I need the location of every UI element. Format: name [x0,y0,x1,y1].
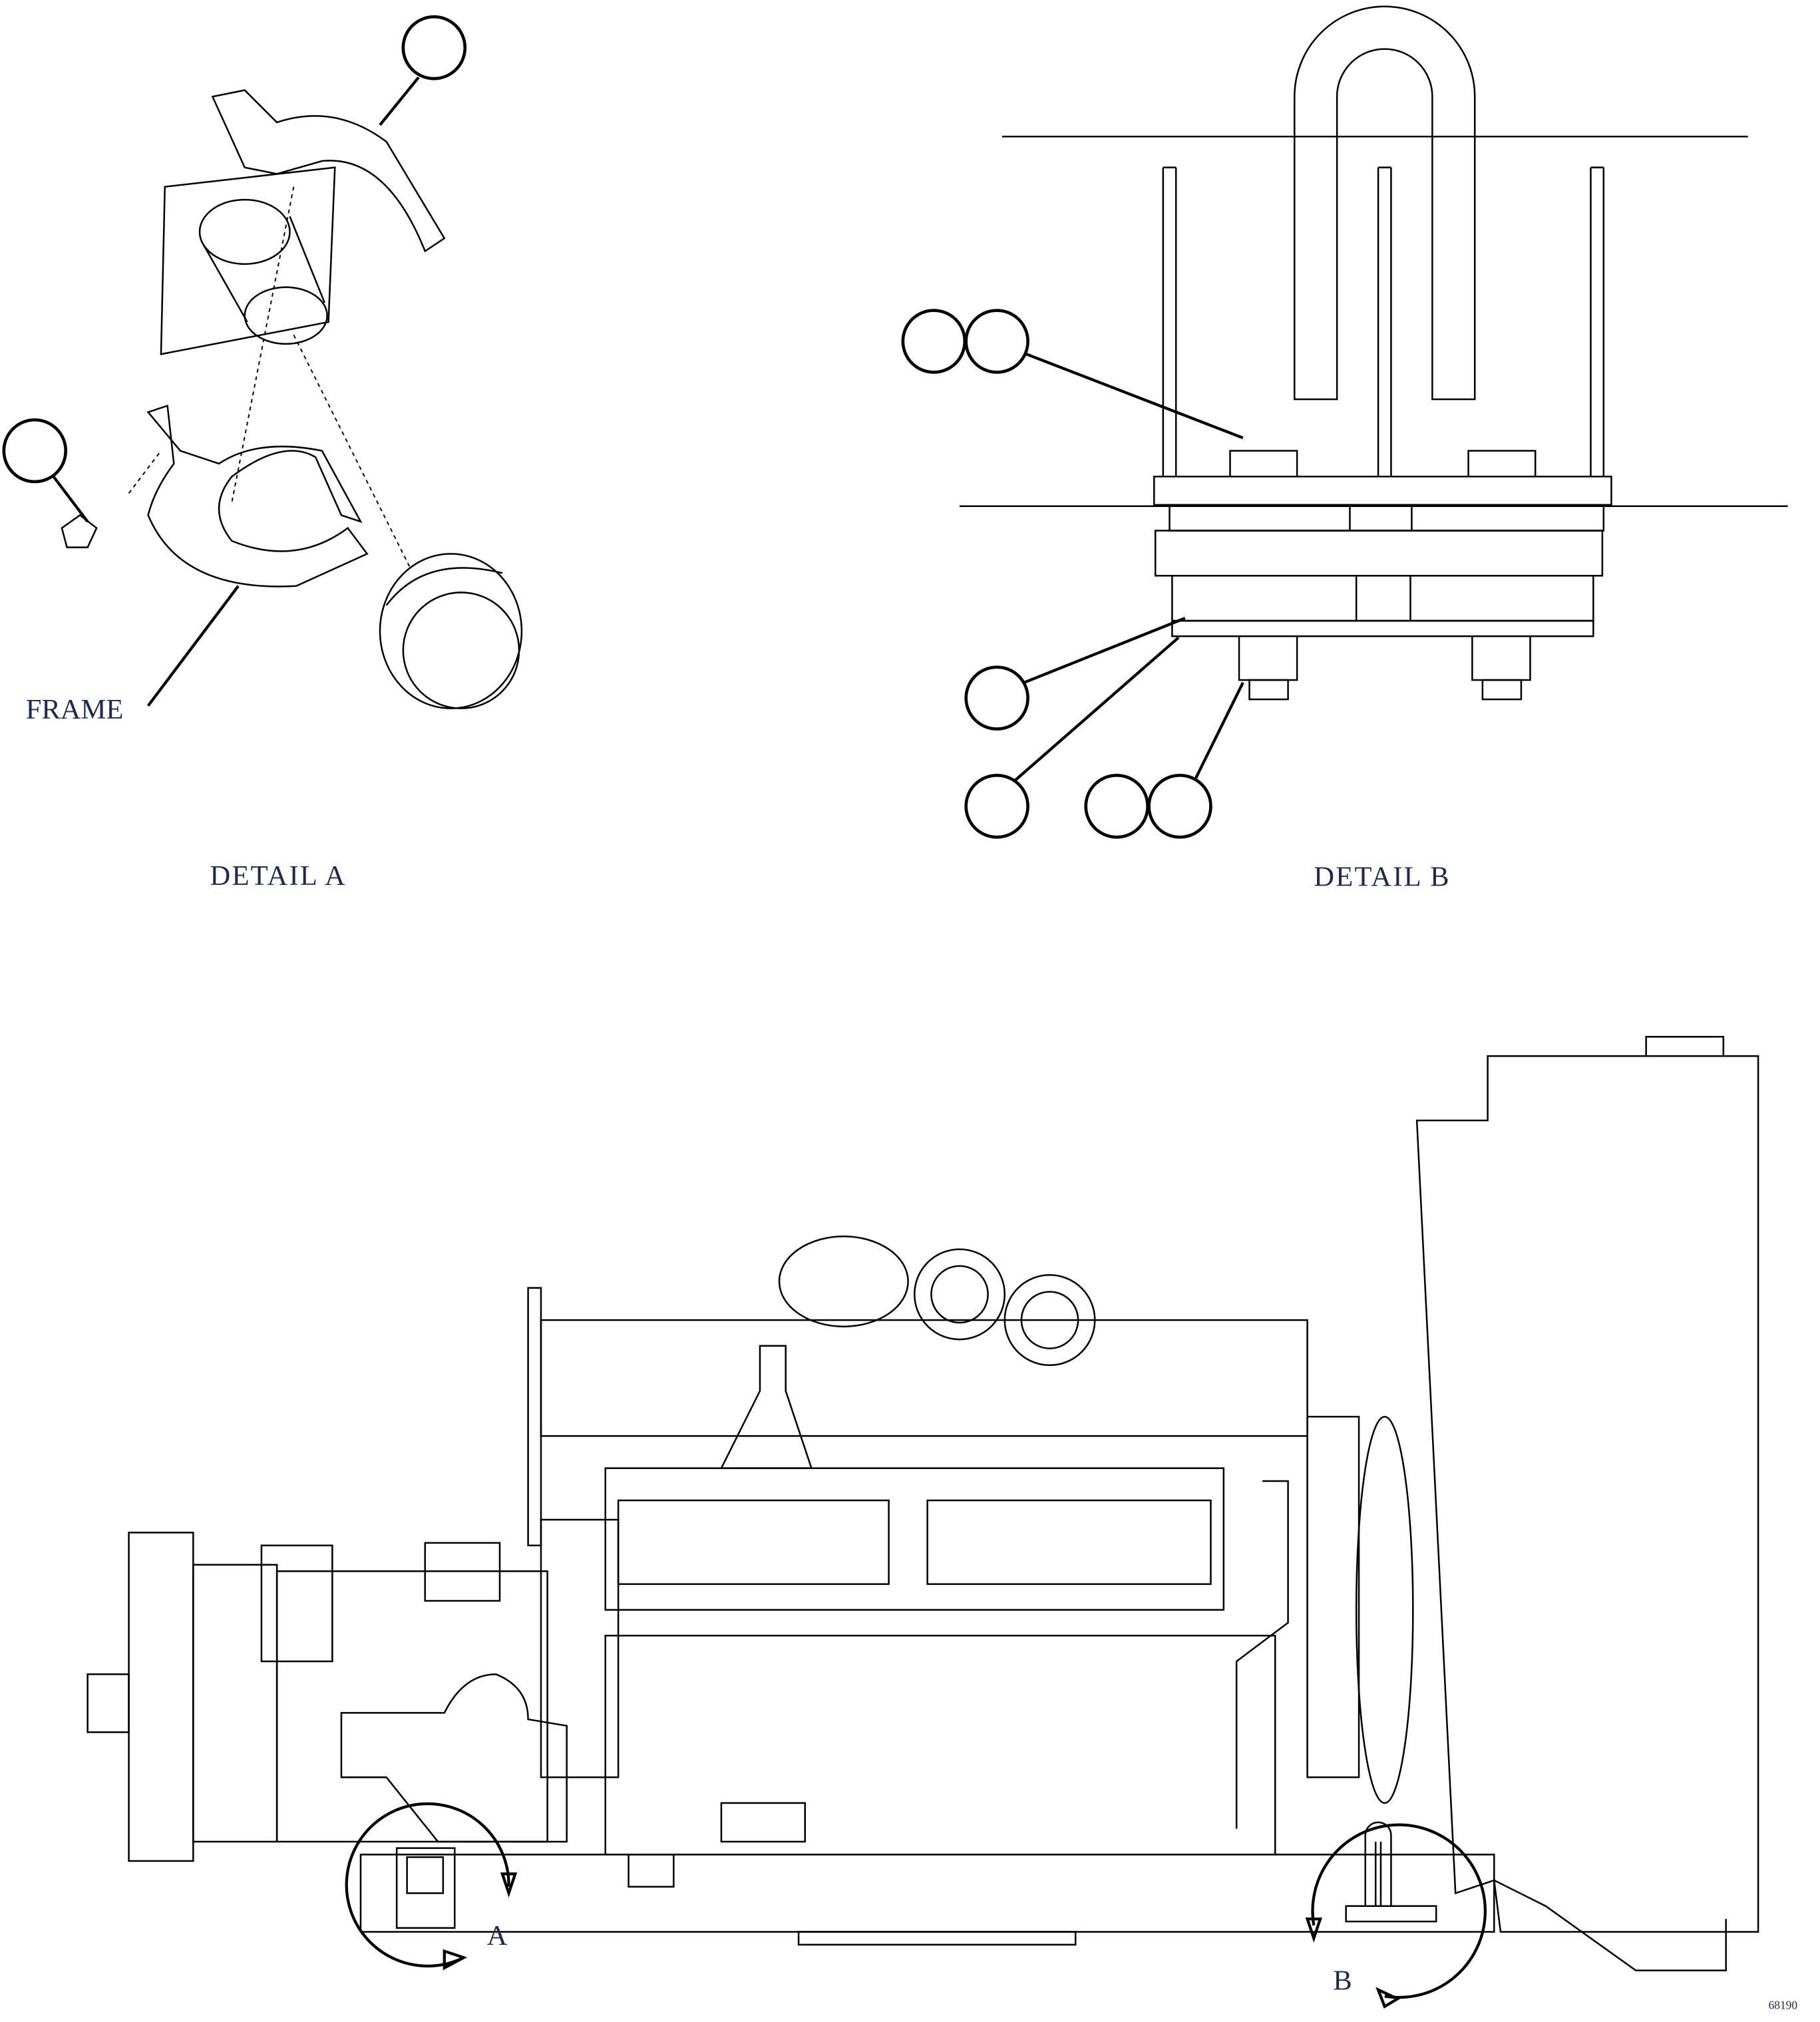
callout-balloon [401,15,467,81]
mount-bracket-bottom [146,405,369,588]
view-b-label: B [1333,1965,1352,1997]
frame-label: FRAME [26,694,124,725]
generator [275,1570,548,1843]
detail-a: FRAME DETAIL A [2,15,523,892]
flywheel [1355,1415,1414,1804]
bushing-bottom [244,286,328,345]
callout-balloon [901,309,967,374]
callout-balloon [2,418,68,484]
bolt [61,514,98,548]
turbocharger [778,1235,909,1327]
callout-balloon [1147,773,1212,839]
turbocharger [914,1248,1006,1341]
main-view: A B [87,1035,1759,2009]
generator-end [128,1532,194,1862]
callout-balloon [964,665,1029,731]
radiator-enclosure [1415,1055,1759,1933]
callout-balloon [964,773,1029,839]
engine-block [604,1635,1276,1856]
detail-a-callout-circle [345,1802,510,1967]
u-bolt [1294,5,1476,401]
drawing-number: 68190 [1769,1999,1798,2012]
bushing-top [198,198,291,265]
mount-bracket-top [211,89,446,253]
detail-b: DETAIL B [901,5,1788,893]
callout-balloon [1084,773,1149,839]
mounting-plate [160,166,336,355]
callout-balloon [964,309,1029,374]
detail-a-title: DETAIL A [210,860,345,892]
isolator [379,553,523,709]
detail-b-callout-circle [1311,1823,1487,1999]
detail-b-title: DETAIL B [1314,862,1449,893]
view-a-label: A [487,1920,508,1951]
